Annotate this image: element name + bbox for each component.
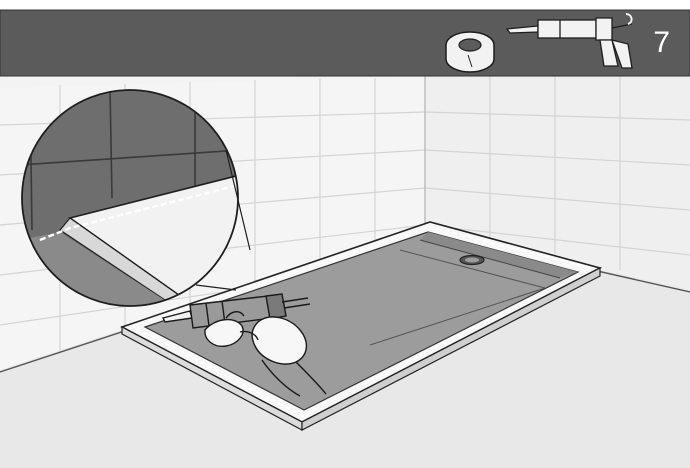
caulking-gun-icon xyxy=(505,13,633,69)
step-number: 7 xyxy=(653,26,670,59)
tape-roll-icon xyxy=(445,31,495,73)
shower-tray xyxy=(119,221,603,431)
header-bar-overlay: 7 xyxy=(0,10,690,76)
caulking-gun-in-hand xyxy=(161,293,327,397)
silicone-seal-line xyxy=(132,225,593,418)
